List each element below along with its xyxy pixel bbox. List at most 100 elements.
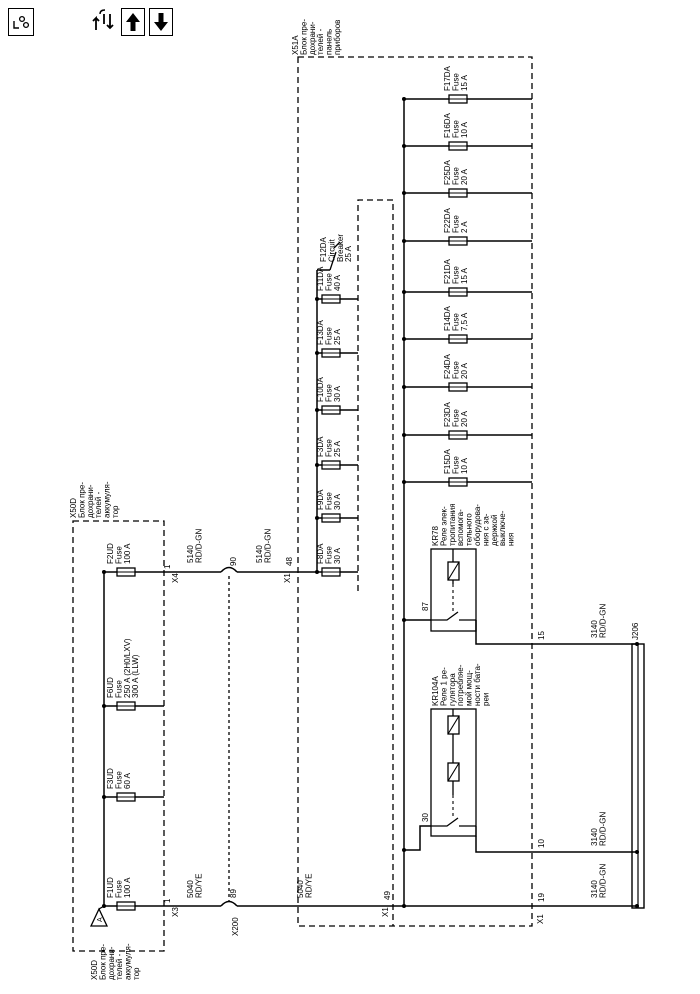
relay-kr104a-coil-diags	[447, 715, 460, 782]
fuse-f21da	[448, 287, 468, 297]
fuse-label-f21da: F21DAFuse15 A	[443, 258, 469, 284]
fuse-f24da	[448, 382, 468, 392]
fuse-f15da	[448, 477, 468, 487]
junction-dot	[102, 704, 106, 708]
module-x51a-notch	[357, 199, 394, 926]
previous-page-button[interactable]	[121, 8, 145, 36]
fuse-f3ud	[116, 792, 136, 802]
panel-fuse-links-right	[404, 98, 532, 483]
fuse-label-f9da: F9DAFuse30 A	[316, 489, 342, 510]
fuse-label-f23da: F23DAFuse20 A	[443, 401, 469, 427]
fuse-f1ud	[116, 901, 136, 911]
junction-dot	[402, 433, 406, 437]
legend-icon	[13, 15, 30, 29]
wire-3140-mid	[475, 836, 637, 853]
fuse-label-f17da: F17DAFuse15 A	[443, 65, 469, 91]
relay-kr104a-leads	[431, 709, 477, 836]
fuse-f11da	[321, 294, 341, 304]
pin-label-p87: 87	[421, 602, 430, 611]
fuse-f3da	[321, 460, 341, 470]
pin-label-p89: 89	[229, 889, 238, 898]
junction-dot	[315, 463, 319, 467]
junction-dot	[635, 642, 639, 646]
junction-dot	[102, 904, 106, 908]
ground-symbol	[89, 907, 109, 927]
next-page-button[interactable]	[149, 8, 173, 36]
junction-dot	[402, 191, 406, 195]
fuse-f14da	[448, 334, 468, 344]
pin-label-p19: 19	[537, 893, 546, 902]
ground-letter: A	[97, 917, 104, 922]
junction-dot	[402, 618, 406, 622]
junction-dot	[635, 850, 639, 854]
pin-label-x3_1: 1	[163, 898, 172, 903]
junction-dot	[315, 351, 319, 355]
arrow-up-icon	[126, 13, 140, 31]
junction-dot	[402, 97, 406, 101]
legend-button[interactable]	[8, 8, 34, 36]
pin-label-p10: 10	[537, 839, 546, 848]
fuse-label-f2ud: F2UDFuse100 A	[106, 543, 132, 564]
junction-dot	[315, 297, 319, 301]
wire-label-w5140_a: 5140RD/D-GN	[186, 529, 203, 563]
fuse-label-f16da: F16DAFuse10 A	[443, 112, 469, 138]
fuse-f16da	[448, 141, 468, 151]
fuse-label-f3da: F3DAFuse25 A	[316, 436, 342, 457]
fuse-label-f3ud: F3UDFuse60 A	[106, 768, 132, 789]
circuit-connector-icon	[92, 9, 114, 30]
junction-dot	[315, 516, 319, 520]
pin-label-p49: 49	[383, 891, 392, 900]
fuse-label-f10da: F10DAFuse30 A	[316, 376, 342, 402]
pin-label-p15: 15	[537, 631, 546, 640]
wire-label-w5140_b: 5140RD/D-GN	[255, 529, 272, 563]
wire-label-w5040_a: 5040RD/YE	[186, 874, 203, 898]
junction-dot	[402, 337, 406, 341]
junction-dot	[315, 408, 319, 412]
connector-label-j206-6: J206	[631, 622, 640, 640]
fuse-label-f24da: F24DAFuse20 A	[443, 353, 469, 379]
pin-label-p90: 90	[229, 557, 238, 566]
fuse-f23da	[448, 430, 468, 440]
arrow-down-icon	[154, 13, 168, 31]
fuse-f22da	[448, 236, 468, 246]
junction-dot	[402, 239, 406, 243]
junction-dot	[402, 848, 406, 852]
fuse-f17da	[448, 94, 468, 104]
fuse-label-f13da: F13DAFuse25 A	[316, 319, 342, 345]
connector-label-x4-0: X4	[171, 573, 180, 583]
breaker-label-f12da: F12DACircuitBreaker25 A	[319, 234, 353, 262]
relay-kr78-coil-diag	[447, 561, 460, 581]
module-x50d-label: X50DБлок пре-дохрани-телей -аккумуля-тор	[69, 481, 120, 518]
junction-dot	[402, 480, 406, 484]
fuse-label-f8da: F8DAFuse30 A	[316, 543, 342, 564]
fuse-f13da	[321, 348, 341, 358]
fuse-f2ud	[116, 567, 136, 577]
junction-dot	[315, 570, 319, 574]
wire-label-w3140_a: 3140RD/D-GN	[590, 604, 607, 638]
pin-label-x4_1: 1	[163, 564, 172, 569]
wire-label-w5040_b: 5040RD/YE	[296, 874, 313, 898]
circuit-connector-button[interactable]	[92, 8, 118, 36]
wire-label-w3140_c: 3140RD/D-GN	[590, 864, 607, 898]
relay-kr104a-label: KR104AРеле 1 ре-гуляторапотребляе-мой мо…	[431, 663, 490, 706]
module-x51a-box	[297, 56, 533, 927]
connector-x200-lower	[220, 900, 238, 907]
ground-x50d-label: X50DБлок пре-дохрани-телей -аккумуля-тор	[90, 943, 141, 980]
fuse-label-f11da: F11DAFuse40 A	[316, 266, 342, 291]
fuse-f8da	[321, 567, 341, 577]
fuse-label-f1ud: F1UDFuse100 A	[106, 877, 132, 898]
connector-label-x200-5: X200	[231, 917, 240, 936]
junction-dot	[102, 795, 106, 799]
relay-kr78-leads	[431, 549, 476, 621]
junction-dot	[402, 144, 406, 148]
wire-3140-top	[475, 620, 637, 645]
battery-fuse-links	[104, 571, 164, 907]
module-x50d-box	[72, 520, 165, 952]
pin-label-p30: 30	[421, 813, 430, 822]
relay-kr78-label: KR78Реле элек-тропитаниявспомога-тельног…	[431, 503, 516, 546]
breaker-symbol	[329, 241, 341, 271]
connector-label-x1-3: X1	[381, 907, 390, 917]
junction-dot	[402, 904, 406, 908]
wire-label-w3140_b: 3140RD/D-GN	[590, 812, 607, 846]
module-x51a-label: X51AБлок пре-дохрани-телей -панельприбор…	[291, 19, 342, 55]
